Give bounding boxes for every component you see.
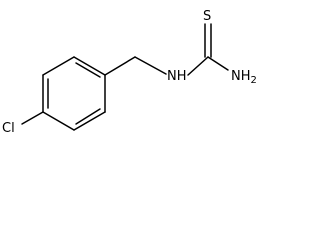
atom-labels: Cl NH S NH2 [2, 9, 257, 136]
chemical-structure: Cl NH S NH2 [2, 9, 257, 136]
bond-layer [21, 23, 229, 131]
ring-bond-2 [42, 56, 75, 76]
imine-nh-label: NH [167, 69, 187, 84]
ring-double-bond-2 [75, 62, 101, 78]
amine-label: NH2 [231, 69, 257, 86]
c-nh2-bond [207, 56, 229, 71]
ring-bond-6 [42, 111, 75, 131]
amine-label-subscript: 2 [251, 75, 257, 86]
ring-bond-5 [73, 111, 106, 131]
ch2-n-bond [134, 56, 167, 75]
ring-double-bond-3 [75, 108, 101, 125]
n-c-bond [187, 56, 209, 76]
ring-bond-3 [73, 56, 106, 76]
chlorine-label: Cl [2, 121, 15, 136]
sulfur-label: S [203, 9, 211, 24]
chlorine-bond [21, 111, 44, 125]
amine-label-main: NH [231, 69, 251, 84]
benzyl-bond [104, 56, 136, 76]
